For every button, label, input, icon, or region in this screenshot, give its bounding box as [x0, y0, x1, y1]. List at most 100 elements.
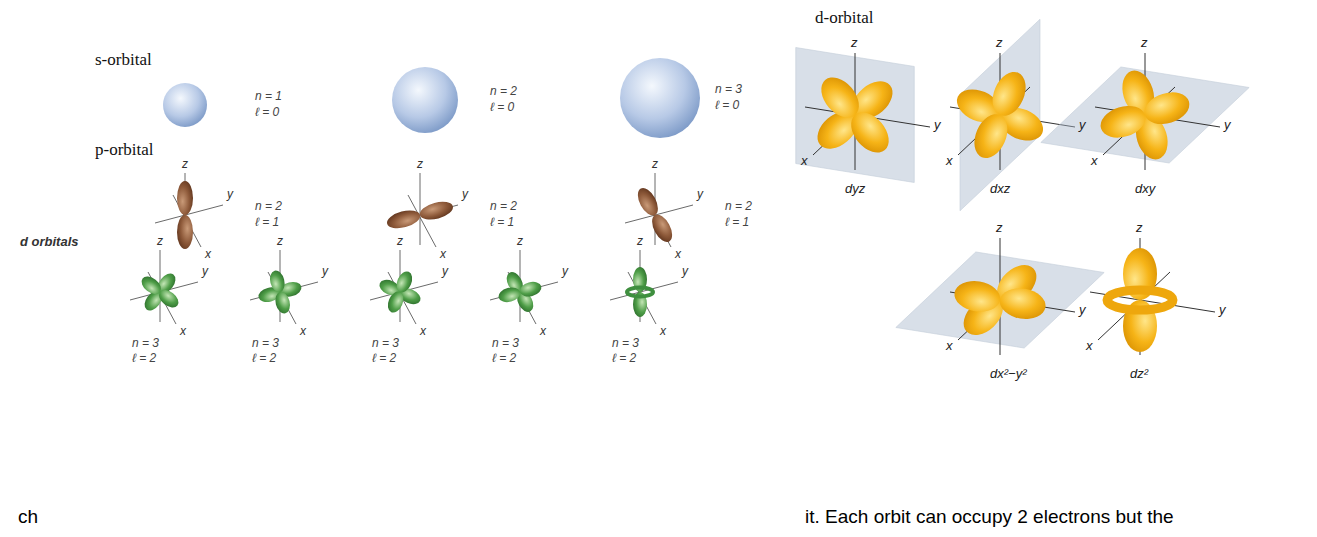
orbital-lobe: [177, 215, 193, 249]
quantum-number: ℓ = 0: [255, 105, 279, 119]
axis-label: x: [660, 324, 666, 338]
axis-label: y: [934, 117, 941, 132]
quantum-number: n = 3: [612, 336, 639, 350]
orbital-lobe: [418, 199, 455, 223]
axis-label: x: [300, 324, 306, 338]
quantum-number: ℓ = 2: [492, 351, 516, 365]
coordinate-plane: [796, 48, 914, 183]
quantum-number: n = 2: [490, 199, 517, 213]
orbital-lobe: [268, 269, 287, 294]
axis-label: y: [682, 264, 688, 278]
orbital-lobe: [648, 211, 676, 245]
s-orbital-sphere: [620, 58, 700, 138]
orbital-ring: [627, 288, 653, 297]
quantum-number: n = 2: [490, 84, 517, 98]
orbital-caption: dyz: [845, 181, 865, 196]
quantum-number: ℓ = 2: [252, 351, 276, 365]
quantum-number: n = 3: [715, 82, 742, 96]
orbital-lobe: [986, 67, 1032, 121]
d-orbital-figure: [250, 250, 318, 324]
quantum-number: ℓ = 1: [490, 215, 514, 229]
axis-label: z: [996, 35, 1003, 50]
axis-label: z: [1136, 220, 1143, 235]
axis-label: y: [1079, 302, 1086, 317]
section-heading: s-orbital: [95, 50, 152, 70]
quantum-number: n = 2: [725, 199, 752, 213]
axis-label: y: [462, 187, 468, 201]
axis-label: z: [182, 157, 188, 171]
s-orbital-sphere: [392, 67, 458, 133]
orbital-lobe: [273, 290, 292, 315]
orbital-lobe: [998, 285, 1048, 322]
axis-label: z: [1141, 35, 1148, 50]
axis-label: z: [517, 234, 523, 248]
axis-label: x: [946, 338, 953, 353]
axis-label: x: [801, 153, 808, 168]
axis-label: y: [442, 264, 448, 278]
axis-label: z: [417, 157, 423, 171]
quantum-number: n = 3: [132, 336, 159, 350]
axis-label: x: [946, 153, 953, 168]
orbital-lobe: [394, 269, 416, 295]
quantum-number: ℓ = 2: [372, 351, 396, 365]
axis-label: x: [1086, 338, 1093, 353]
orbital-lobe: [497, 285, 522, 304]
axis-label: y: [227, 187, 233, 201]
orbital-caption: dxy: [1135, 181, 1155, 196]
orbital-lobe: [1097, 101, 1150, 143]
axis-label: z: [851, 35, 858, 50]
body-text: it. Each orbit can occupy 2 electrons bu…: [805, 506, 1174, 528]
orbital-lobe: [518, 280, 543, 299]
axis-label: x: [1091, 153, 1098, 168]
axis-label: z: [397, 234, 403, 248]
orbital-lobe: [177, 181, 193, 215]
axis-label: y: [322, 264, 328, 278]
d-orbital-figure: [610, 250, 678, 324]
p-orbital-figure: [625, 173, 693, 247]
orbital-ring: [1107, 290, 1173, 310]
orbital-lobe: [968, 109, 1014, 163]
quantum-number: ℓ = 1: [255, 215, 279, 229]
s-orbital-sphere: [163, 83, 207, 127]
d-orbital-figure: [896, 238, 1104, 355]
quantum-number: ℓ = 1: [725, 215, 749, 229]
orbital-lobe: [385, 207, 422, 231]
axis-label: y: [1079, 117, 1086, 132]
axis-label: y: [697, 187, 703, 201]
orbital-lobe: [385, 289, 407, 315]
quantum-number: n = 3: [372, 336, 399, 350]
axis-label: z: [637, 234, 643, 248]
orbital-lobe: [1141, 87, 1194, 129]
axis-label: y: [562, 264, 568, 278]
quantum-number: ℓ = 0: [715, 98, 739, 112]
orbital-lobe: [952, 278, 1002, 315]
axis-line: [420, 173, 421, 245]
axis-label: x: [420, 324, 426, 338]
axis-label: y: [1224, 117, 1231, 132]
section-heading: p-orbital: [95, 140, 154, 160]
p-orbital-figure: [155, 173, 223, 249]
d-orbital-figure: [130, 250, 198, 324]
section-heading: d-orbital: [815, 8, 874, 28]
orbital-caption: dx²−y²: [990, 366, 1026, 381]
quantum-number: n = 2: [255, 199, 282, 213]
axis-label: y: [1219, 302, 1226, 317]
quantum-number: n = 3: [492, 336, 519, 350]
quantum-number: ℓ = 2: [132, 351, 156, 365]
s-orbital-group: [163, 58, 700, 138]
axis-label: x: [540, 324, 546, 338]
d-orbital-figure: [1041, 53, 1249, 170]
axis-label: y: [202, 264, 208, 278]
axis-label: x: [205, 247, 211, 261]
axis-label: z: [652, 157, 658, 171]
axis-label: z: [277, 234, 283, 248]
axis-label: x: [440, 247, 446, 261]
quantum-number: ℓ = 0: [490, 100, 514, 114]
d-orbital-figure: [370, 250, 438, 324]
p-orbital-figure: [385, 173, 458, 247]
quantum-number: n = 3: [252, 336, 279, 350]
d-orbital-figure: [490, 250, 558, 324]
orbital-caption: dz²: [1130, 366, 1148, 381]
d-orbital-figure: [950, 19, 1075, 211]
